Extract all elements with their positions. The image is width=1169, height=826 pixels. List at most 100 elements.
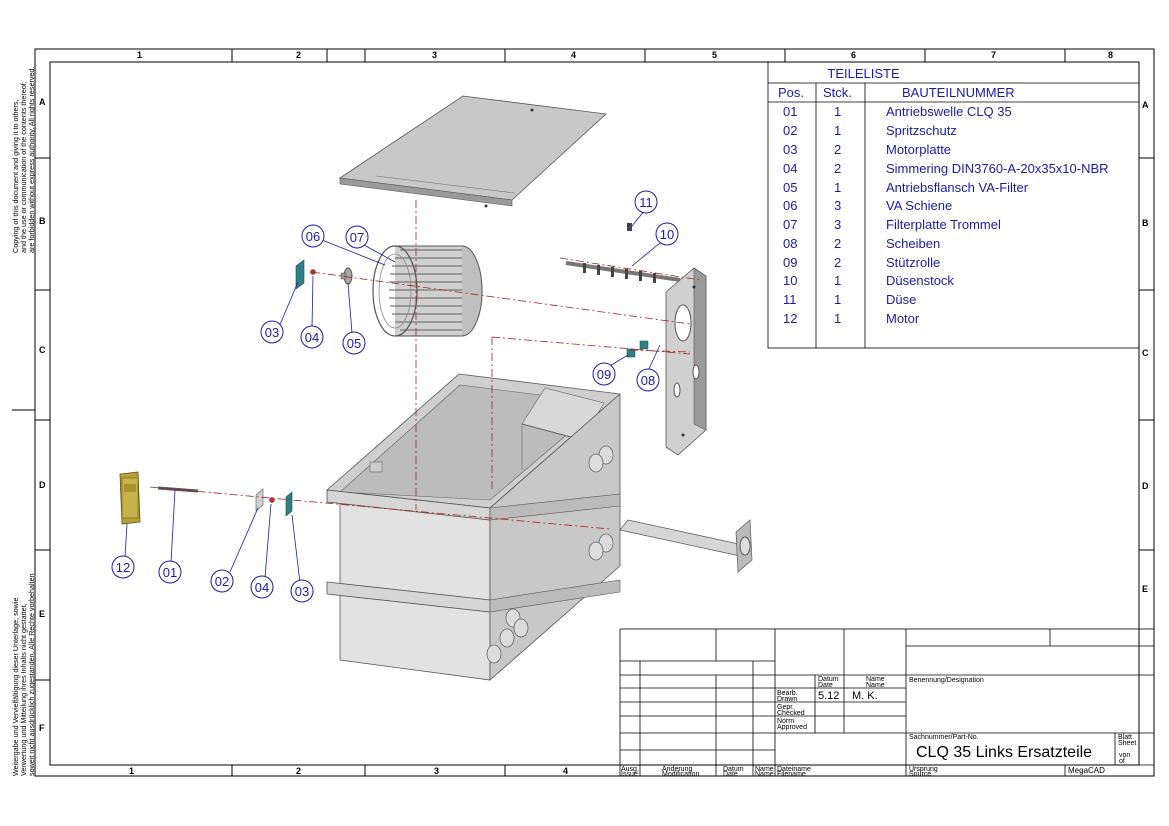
balloon-04-upper: 04 (304, 330, 320, 345)
zone-col-1-bottom: 1 (129, 766, 135, 776)
outer-frame (34, 48, 1155, 777)
tb-blatt-de: Blatt (1118, 734, 1133, 741)
top-zone-ticks (12, 49, 1154, 776)
tb-ausg-de: Ausg. (621, 766, 639, 773)
tb-partno-label: Sachnummer/Part-No. (909, 734, 979, 741)
motor-drawing (119, 471, 141, 525)
tb-norm-en: Approved (777, 724, 807, 731)
inner-frame (49, 61, 1140, 766)
filter-drum (372, 245, 483, 337)
zone-col-4-bottom: 4 (563, 766, 569, 776)
tb-norm-de: Norm (777, 718, 795, 725)
tb-bearb-de: Bearb. (777, 690, 798, 697)
zone-col-3-bottom: 3 (434, 766, 440, 776)
balloon-12: 12 (115, 560, 131, 575)
zone-row-e-left: E (39, 609, 46, 619)
balloon-05: 05 (346, 336, 362, 351)
tb-datum-en: Date (818, 682, 833, 689)
tb-datei-en: Filename (777, 771, 806, 778)
exploded-assembly-drawing (119, 95, 753, 681)
balloon-06: 06 (305, 229, 321, 244)
tb-aend-en: Modification (662, 771, 700, 778)
tb-von-en: of (1119, 758, 1125, 765)
tb-drawn-name: M. K. (852, 690, 878, 702)
balloon-03-upper: 03 (264, 325, 280, 340)
zone-row-b-right: B (1142, 218, 1149, 228)
zone-row-d-left: D (39, 480, 46, 490)
zone-col-8-top: 8 (1108, 50, 1114, 60)
parts-list-header-part: BAUTEILNUMMER (902, 85, 1015, 100)
tb-name-en: Name (866, 682, 885, 689)
tb-gepr-en: Checked (777, 710, 805, 717)
va-rail (619, 519, 749, 557)
balloon-11: 11 (639, 195, 653, 210)
zone-col-6-top: 6 (851, 50, 857, 60)
tb-software: MegaCAD (1068, 766, 1105, 775)
balloon-10: 10 (659, 227, 675, 242)
tb-ursprung-de: Ursprung (909, 766, 938, 773)
tb-name-de: Name (866, 676, 885, 683)
zone-col-1-top: 1 (137, 50, 143, 60)
zone-col-4-top: 4 (571, 50, 577, 60)
tb-gepr-de: Gepr. (777, 704, 795, 711)
title-block-frame (619, 628, 1155, 777)
parts-list-title: TEILELISTE (827, 66, 900, 81)
tb-ausg-en: Issue (621, 771, 638, 778)
motor-plate-top (295, 259, 305, 290)
parts-list-header-qty: Stck. (823, 85, 852, 100)
zone-row-c-left: C (39, 345, 46, 355)
copyright-note-de: Weitergabe und Vervielfältigung dieser U… (11, 573, 37, 776)
zone-row-c-right: C (1142, 348, 1149, 358)
balloon-08: 08 (640, 373, 656, 388)
parts-list-header-pos: Pos. (778, 85, 805, 100)
tb-drawn-date: 5.12 (818, 690, 840, 702)
zone-col-5-top: 5 (712, 50, 718, 60)
tb-datum-de: Datum (818, 676, 839, 683)
zone-col-2-bottom: 2 (296, 766, 302, 776)
tb-designation-label: Benennung/Designation (909, 677, 984, 684)
zone-col-2-top: 2 (296, 50, 302, 60)
copyright-note-en: Copying of this document and giving it t… (11, 66, 37, 253)
tb-datei-de: Dateiname (777, 766, 811, 773)
zone-row-e-right: E (1142, 584, 1149, 594)
zone-row-b-left: B (39, 216, 46, 226)
balloon-circles (111, 190, 679, 603)
zone-col-3-top: 3 (432, 50, 438, 60)
balloon-04-lower: 04 (254, 580, 270, 595)
tb-ursprung-en: Source (909, 771, 932, 778)
tb-aend-de: Änderung (662, 766, 693, 773)
filter-tank (326, 373, 621, 681)
balloon-02: 02 (214, 574, 230, 589)
zone-row-a-right: A (1142, 100, 1149, 110)
tb-datum2-de: Datum (723, 766, 744, 773)
zone-row-d-right: D (1142, 481, 1149, 491)
zone-col-7-top: 7 (991, 50, 997, 60)
balloon-03-lower: 03 (294, 584, 310, 599)
tb-blatt-en: Sheet (1118, 740, 1137, 747)
tb-part-number: CLQ 35 Links Ersatzteile (916, 744, 1093, 761)
zone-row-f-left: F (39, 723, 45, 733)
tb-bearb-en: Drawn (777, 696, 798, 703)
tb-datum2-en: Date (723, 771, 738, 778)
parts-list-frame (767, 61, 1140, 349)
tb-name2-en: Name (755, 771, 774, 778)
balloon-01: 01 (162, 565, 178, 580)
zone-row-a-left: A (39, 97, 46, 107)
tb-name2-de: Name (755, 766, 774, 773)
tb-von-de: von (1119, 752, 1131, 759)
balloon-07: 07 (349, 230, 365, 245)
balloon-09: 09 (596, 367, 612, 382)
